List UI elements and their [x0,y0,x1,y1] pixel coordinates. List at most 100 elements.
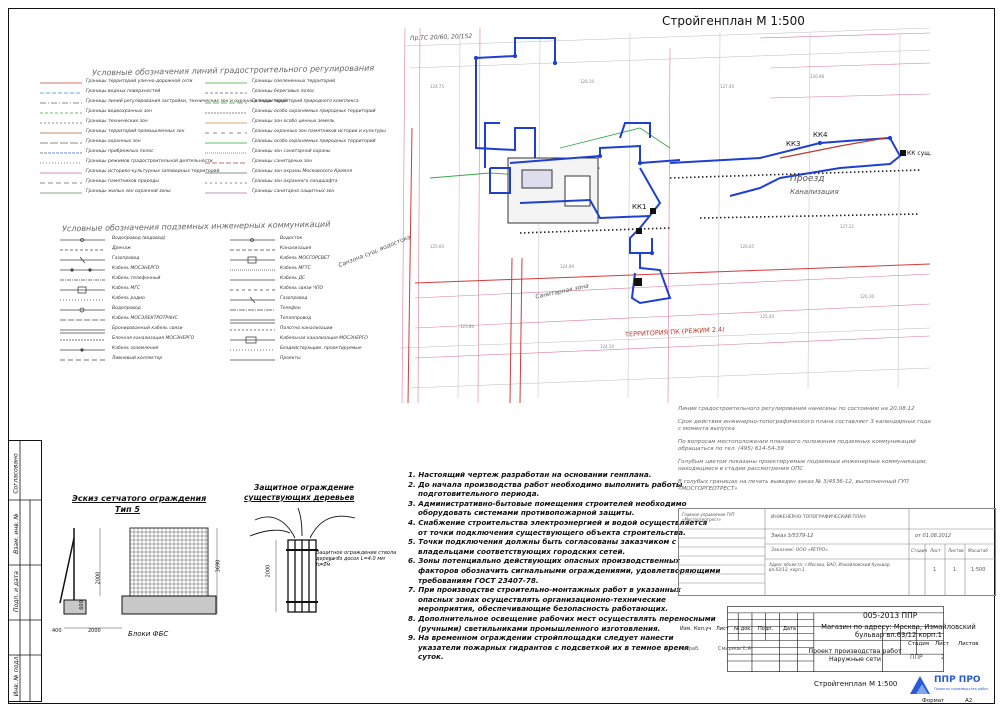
side-label-agreed: Согласовано [12,453,20,494]
note-line: 4. Снабжение строительства электроэнерги… [408,517,708,527]
svg-text:125.40: 125.40 [760,314,774,319]
role-developer: Разраб. [680,646,700,652]
col-sheets: Листов [958,641,979,647]
legend-item: Кабель связи ЧПО [280,286,324,291]
legend-item: Газопровод [280,296,308,301]
header-col-izm: Изм. [680,626,692,632]
company-logo: ППР ПРО Проекты производства работ [908,672,994,696]
dotted-roads [519,169,921,234]
side-label-replace: Взам. инв. № [12,513,20,554]
svg-text:124.90: 124.90 [560,264,574,269]
right-swatches [230,238,275,361]
svg-text:126.98: 126.98 [810,74,824,79]
svg-text:126.30: 126.30 [860,294,874,299]
note-line: требованиям ГОСТ 23407-78. [418,575,539,585]
fence-dims [64,528,218,629]
svg-text:125.60: 125.60 [430,244,444,249]
fence-mesh-grid [129,527,208,597]
side-label-sign: Подп. и дата [12,571,20,612]
fence-dim-height: 2000 [95,571,102,585]
legend-item: Кабель МГТС [280,266,311,271]
survey-address: Адрес объекта: г.Москва, ВАО, Измайловск… [769,562,891,572]
tree-branches [249,508,356,539]
survey-stamp-grid [679,509,995,595]
drawing-name: Стройгенплан М 1:500 [814,680,898,688]
legend-item: Границы прибрежных полос [86,149,154,154]
legend-item: Границы зон охраны Московского Кремля [252,169,353,174]
legend-item: Границы памятников природы [86,179,159,184]
plan-title: Стройгенплан М 1:500 [662,14,805,28]
legend-item: Кабель МОСГОРСВЕТ [280,256,330,261]
legend-item: Границы особо охраняемых природных терри… [252,139,376,144]
legend-item: Кабель МОСЭЛЕКТРОТРАНС [112,316,178,321]
legend-item: Границы территорий улично-дорожной сети [86,79,193,84]
survey-note: В голубых границах на печать выведен зак… [678,479,909,492]
building [507,157,599,224]
survey-col-stage: Стадия [911,548,928,553]
legend-item: Границы линий регулирования застройки, т… [86,99,287,104]
legend-item: Границы береговых полос [252,89,315,94]
stage-value: ППР [910,654,923,661]
tree-dim: 2000 [265,564,272,578]
legend-lines-swatches [40,82,247,194]
survey-col-sheet: Лист [930,548,941,553]
label-kk3: КК3 [786,140,801,148]
survey-sheets: 1 [953,567,957,573]
fence-blocks [63,595,217,615]
legend-item: Границы водных поверхностей [86,89,161,94]
legend-item: Границы зон охранного ландшафта [252,179,338,184]
legend-item: Водопровод (водовод) [112,236,166,241]
note-line: опасных зонах осуществлять организационн… [418,594,666,604]
note-line: 3. Административно-бытовые помещения стр… [408,498,687,508]
side-stamp-grid [8,440,42,702]
legend-item: Границы зон особо ценных земель [252,119,335,124]
survey-note: Линии градостроительного регулирования н… [678,406,915,412]
legend-item: Границы санитарных зон [252,159,313,164]
legend-item: Газопровод [112,256,140,261]
sheet-border [8,8,995,704]
legend-item: Границы территорий природного комплекса [252,99,359,104]
doc-code: 005-2013 ППР [863,611,918,620]
pink-lines [401,28,931,403]
legend-item: Блочная канализация МОСЭНЕРГО [112,336,195,341]
survey-plan-type: ИНЖЕНЕРНО-ТОПОГРАФИЧЕСКИЙ ПЛАН [771,515,866,520]
legend-item: Водопровод [112,306,141,311]
format-label: Формат [922,698,945,704]
legend-item: Границы водоохранных зон [86,109,152,114]
legend-item: Ливневый коллектор [112,356,163,361]
survey-note: Голубым цветом показаны проектируемые по… [678,459,928,472]
svg-text:124.10: 124.10 [600,344,614,349]
red-lines [407,127,931,403]
legend-item: Полотно канализации [280,326,333,331]
sheet-value: 2 [941,654,945,661]
svg-text:127.40: 127.40 [720,84,734,89]
fence-drawing [59,527,218,629]
legend-item: Теплопровод [280,316,312,321]
fence-dim-bottom: 2000 [88,628,101,634]
note-line: от точки подключения существующего объек… [418,527,686,537]
fence-dim-total: 3690 [215,559,222,573]
legend-item: Границы режимов градостроительной деятел… [86,159,213,164]
legend-item: Границы озелененных территорий [252,79,335,84]
legend-networks-swatches [60,238,275,361]
note-line: оборудовать системами противопожарной за… [418,508,635,518]
legend-item: Водосток [280,236,303,241]
label-kk-existing: КК сущ. [907,150,932,157]
title-block [678,606,993,702]
fence-dim-small: 400 [52,628,62,634]
legend-item: Кабель МОСЭНЕРГО [112,266,160,271]
col-stage: Стадия [908,641,930,647]
label-kk4: КК4 [813,131,828,139]
tree-title-2: существующих деревьев [244,493,355,502]
note-line: факторов обозначить сигнальными огражден… [418,565,721,575]
logo-icon [910,676,930,694]
label-canal: Канализация [790,188,839,196]
logo-subtext: Проекты производства работ [934,687,989,691]
legend-item: Границы историко-культурных заповедных т… [86,169,220,174]
legend-item: Границы зон санитарной охраны [252,149,331,154]
fence-blocks-label: Блоки ФБС [128,630,169,638]
logo-text: ППР ПРО [934,675,981,685]
legend-item: Кабельная канализация МОСЭНЕРГО [280,336,368,341]
